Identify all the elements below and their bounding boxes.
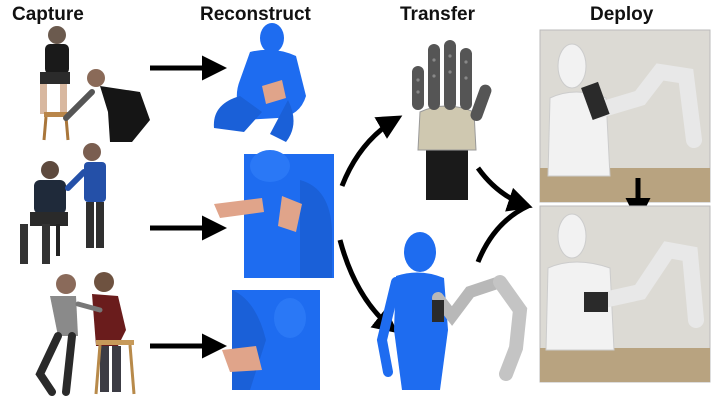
reconstruct-mesh-2: [214, 150, 334, 278]
header-deploy: Deploy: [590, 4, 654, 25]
header-reconstruct: Reconstruct: [200, 4, 311, 25]
deploy-photo-bottom: [539, 205, 711, 383]
header-capture: Capture: [12, 4, 84, 25]
reconstruct-mesh-3: [222, 290, 320, 390]
deploy-photo-top: [539, 29, 711, 203]
capture-photo-3: [35, 272, 136, 396]
arrow-reconstruct-to-transfer-hand: [339, 115, 403, 187]
reconstruct-mesh-1: [213, 23, 306, 142]
capture-photo-1: [40, 26, 150, 142]
transfer-body-with-robot-arm: [376, 232, 528, 390]
capture-photo-2: [20, 143, 106, 264]
arrow-transfer-to-deploy-hand: [475, 166, 533, 212]
arrow-transfer-to-deploy-body: [475, 203, 530, 263]
transfer-robot-hand: [412, 40, 492, 200]
header-transfer: Transfer: [400, 4, 475, 25]
